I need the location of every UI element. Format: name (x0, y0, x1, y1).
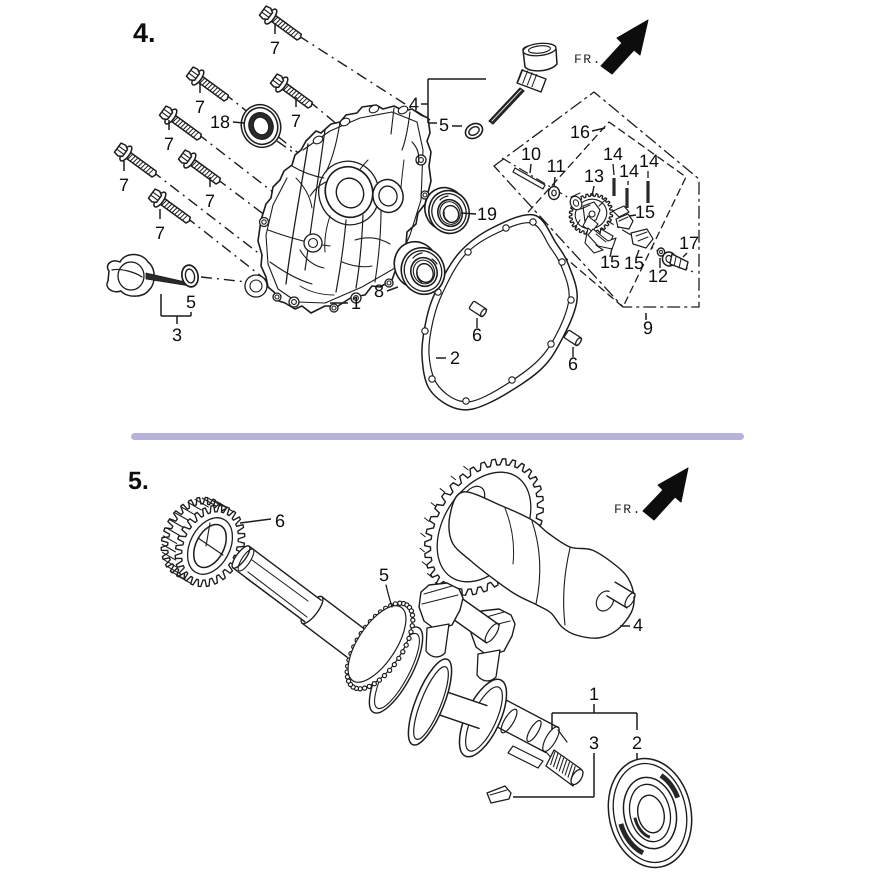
svg-text:15: 15 (600, 252, 620, 272)
svg-text:8: 8 (374, 281, 384, 301)
svg-text:4: 4 (409, 94, 419, 114)
svg-text:5: 5 (186, 292, 196, 312)
svg-text:10: 10 (521, 144, 541, 164)
svg-text:4.: 4. (133, 18, 156, 48)
svg-text:6: 6 (472, 325, 482, 345)
svg-text:5.: 5. (128, 467, 149, 495)
svg-text:2: 2 (450, 348, 460, 368)
svg-text:18: 18 (210, 112, 230, 132)
svg-text:7: 7 (119, 175, 129, 195)
svg-text:15: 15 (624, 253, 644, 273)
svg-text:16: 16 (570, 122, 590, 142)
svg-text:12: 12 (648, 266, 668, 286)
svg-text:9: 9 (643, 318, 653, 338)
svg-text:3: 3 (172, 325, 182, 345)
svg-text:7: 7 (270, 38, 280, 58)
svg-text:FR.: FR. (574, 52, 602, 67)
svg-text:7: 7 (291, 111, 301, 131)
svg-text:6: 6 (568, 354, 578, 374)
svg-text:14: 14 (603, 144, 623, 164)
svg-text:7: 7 (164, 134, 174, 154)
svg-text:5: 5 (439, 115, 449, 135)
svg-text:FR.: FR. (614, 502, 642, 517)
svg-text:7: 7 (205, 191, 215, 211)
svg-text:6: 6 (275, 511, 285, 531)
svg-text:14: 14 (639, 151, 659, 171)
svg-text:7: 7 (155, 223, 165, 243)
svg-text:1: 1 (351, 293, 361, 313)
svg-text:14: 14 (619, 161, 639, 181)
svg-text:1: 1 (589, 684, 599, 704)
svg-text:17: 17 (679, 233, 699, 253)
svg-text:15: 15 (635, 202, 655, 222)
svg-text:5: 5 (379, 565, 389, 585)
svg-text:2: 2 (632, 733, 642, 753)
svg-text:11: 11 (547, 156, 566, 176)
svg-text:13: 13 (584, 166, 604, 186)
svg-text:19: 19 (477, 204, 497, 224)
svg-text:3: 3 (589, 733, 599, 753)
svg-text:7: 7 (195, 97, 205, 117)
svg-text:4: 4 (633, 615, 643, 635)
